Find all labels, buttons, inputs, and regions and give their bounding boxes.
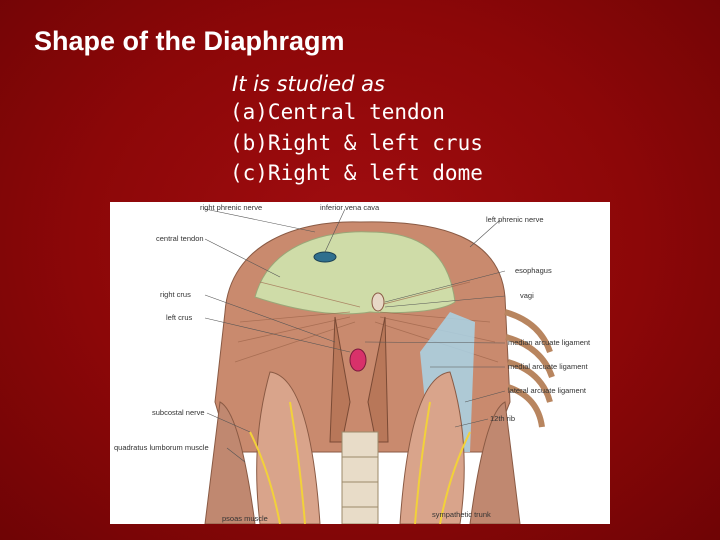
label-right-phrenic-nerve: right phrenic nerve bbox=[200, 203, 263, 212]
label-subcostal-nerve: subcostal nerve bbox=[152, 408, 205, 417]
diaphragm-drawing bbox=[204, 208, 555, 524]
list-item-dome: (c)Right & left dome bbox=[230, 161, 483, 185]
label-left-crus: left crus bbox=[166, 313, 193, 322]
label-esophagus: esophagus bbox=[515, 266, 552, 275]
label-left-phrenic-nerve: left phrenic nerve bbox=[486, 215, 544, 224]
slide-title: Shape of the Diaphragm bbox=[34, 26, 345, 56]
label-sympathetic-trunk: sympathetic trunk bbox=[432, 510, 491, 519]
label-medial-arcuate-ligament: medial arcuate ligament bbox=[508, 362, 588, 371]
slide-subtitle: It is studied as bbox=[232, 72, 385, 96]
diaphragm-illustration: right phrenic nerve inferior vena cava l… bbox=[110, 202, 610, 524]
list-item-crus: (b)Right & left crus bbox=[230, 131, 483, 155]
label-central-tendon: central tendon bbox=[156, 234, 204, 243]
label-psoas-muscle: psoas muscle bbox=[222, 514, 268, 523]
label-12th-rib: 12th rib bbox=[490, 414, 516, 423]
label-vagi: vagi bbox=[520, 291, 534, 300]
label-inferior-vena-cava: inferior vena cava bbox=[320, 203, 380, 212]
label-lateral-arcuate-ligament: lateral arcuate ligament bbox=[508, 386, 586, 395]
label-quadratus-lumborum-muscle: quadratus lumborum muscle bbox=[114, 443, 209, 452]
list-item-central-tendon: (a)Central tendon bbox=[230, 100, 445, 124]
label-right-crus: right crus bbox=[160, 290, 191, 299]
label-median-arcuate-ligament: median arcuate ligament bbox=[508, 338, 591, 347]
